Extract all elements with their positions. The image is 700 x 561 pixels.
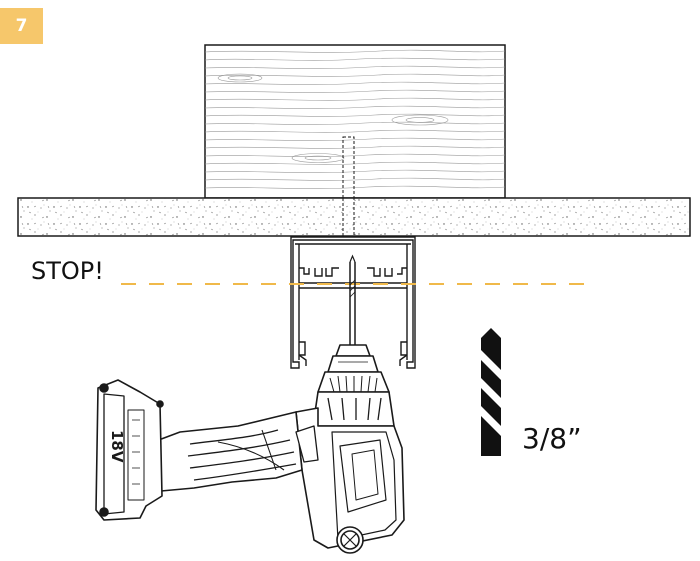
stop-label: STOP! [31, 257, 104, 285]
aluminum-channel-icon [290, 236, 416, 369]
wood-block-icon [204, 44, 506, 200]
drill-bit-icon [481, 328, 501, 456]
step-number-badge: 7 [0, 8, 43, 44]
drill-shaft [349, 254, 356, 345]
drill-bit-size-label: 3/8” [522, 422, 582, 455]
concrete-ceiling-icon [17, 197, 691, 237]
cordless-drill-icon: 18V [95, 344, 405, 554]
battery-voltage-label: 18V [108, 430, 126, 463]
